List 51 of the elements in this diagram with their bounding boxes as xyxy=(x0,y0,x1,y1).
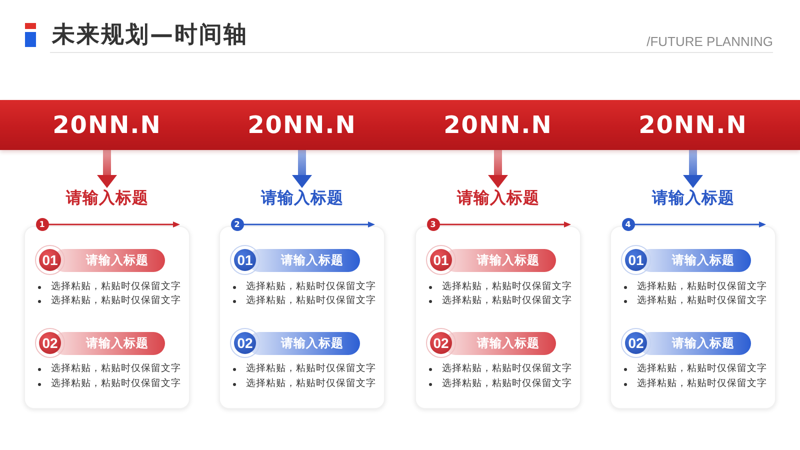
bullet-text: 选择粘贴，粘贴时仅保留文字 xyxy=(637,281,767,293)
step-number-badge: 3 xyxy=(426,218,440,231)
column-title: 请输入标题 xyxy=(652,188,734,208)
bullet-text: 选择粘贴，粘贴时仅保留文字 xyxy=(51,281,181,293)
bullet-text: 选择粘贴，粘贴时仅保留文字 xyxy=(442,363,572,375)
year-label: 20NN.N xyxy=(444,111,552,140)
column-title: 请输入标题 xyxy=(66,188,148,208)
number-badge: 01 xyxy=(230,245,260,275)
bullet-text: 选择粘贴，粘贴时仅保留文字 xyxy=(246,295,376,307)
year-label: 20NN.N xyxy=(638,111,748,140)
page-title: 未来规划—时间轴 xyxy=(52,21,248,49)
bullet-text: 选择粘贴，粘贴时仅保留文字 xyxy=(51,295,181,307)
arrow xyxy=(292,150,312,188)
card xyxy=(24,226,190,409)
bullet-text: 选择粘贴，粘贴时仅保留文字 xyxy=(246,363,376,375)
arrow xyxy=(48,222,180,228)
number-badge: 01 xyxy=(35,245,65,275)
year-label: 20NN.N xyxy=(248,111,356,140)
bullet-text: 选择粘贴，粘贴时仅保留文字 xyxy=(246,378,376,390)
step-number-badge: 2 xyxy=(230,218,244,231)
bullet-text: 选择粘贴，粘贴时仅保留文字 xyxy=(637,295,767,307)
arrow xyxy=(683,150,703,188)
number-badge: 02 xyxy=(621,328,651,358)
arrow xyxy=(244,222,375,228)
bullet-text: 选择粘贴，粘贴时仅保留文字 xyxy=(51,363,181,375)
number-badge: 02 xyxy=(230,328,260,358)
number-badge: 02 xyxy=(426,328,456,358)
year-label: 20NN.N xyxy=(52,111,162,140)
bullet-text: 选择粘贴，粘贴时仅保留文字 xyxy=(442,295,572,307)
bullet-text: 选择粘贴，粘贴时仅保留文字 xyxy=(442,378,572,390)
bullet-text: 选择粘贴，粘贴时仅保留文字 xyxy=(637,378,767,390)
bullet-text: 选择粘贴，粘贴时仅保留文字 xyxy=(51,378,181,390)
arrow xyxy=(97,150,117,188)
card xyxy=(219,226,385,409)
card xyxy=(610,226,776,409)
bullet-text: 选择粘贴，粘贴时仅保留文字 xyxy=(442,281,572,293)
card xyxy=(415,226,581,409)
number-badge: 02 xyxy=(35,328,65,358)
column-title: 请输入标题 xyxy=(260,188,344,208)
timeline-band xyxy=(0,100,800,150)
arrow xyxy=(634,222,766,228)
step-number-badge: 4 xyxy=(622,218,634,231)
arrow xyxy=(440,222,571,228)
bullet-text: 选择粘贴，粘贴时仅保留文字 xyxy=(246,281,376,293)
arrow xyxy=(488,150,508,188)
number-badge: 01 xyxy=(621,245,651,275)
column-title: 请输入标题 xyxy=(456,188,540,208)
bullet-text: 选择粘贴，粘贴时仅保留文字 xyxy=(637,363,767,375)
number-badge: 01 xyxy=(426,245,456,275)
step-number-badge: 1 xyxy=(36,218,48,231)
subtitle: /FUTURE PLANNING xyxy=(646,34,773,50)
